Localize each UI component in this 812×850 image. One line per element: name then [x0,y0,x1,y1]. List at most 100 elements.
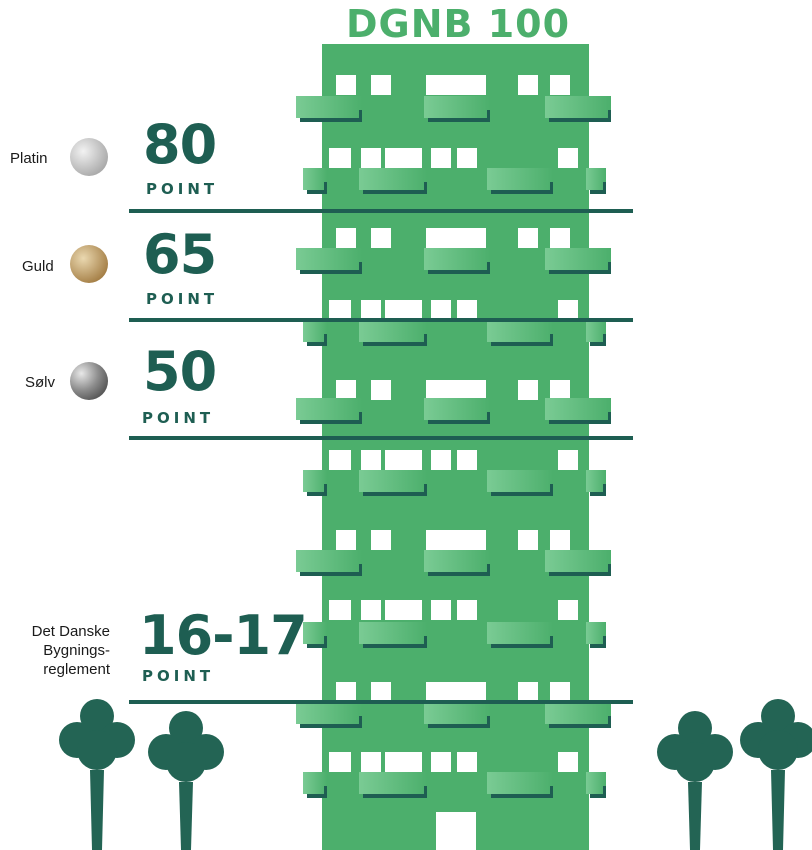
building-balcony-shadow [359,412,362,424]
building-window [371,380,391,400]
baseline-name-line-1: Det Danske [31,623,110,640]
building-balcony-shadow [428,270,490,274]
building-balcony-shadow [590,644,606,648]
building-balcony-shadow [603,636,606,648]
threshold-line [129,318,633,322]
level-unit-guld: POINT [146,290,219,308]
building-window [426,75,486,95]
building-balcony-shadow [300,572,362,576]
building-window [518,228,538,248]
building-window [431,752,451,772]
building-window [518,530,538,550]
building-balcony-shadow [424,334,427,346]
building-window [385,148,422,168]
building-entrance [436,812,476,850]
tree-crown [678,711,712,745]
building-window [371,682,391,702]
building-balcony-shadow [590,794,606,798]
building-balcony [296,248,362,270]
building-balcony-shadow [549,118,611,122]
trees [59,699,812,850]
building-balcony-shadow [549,724,611,728]
building-balcony [359,470,427,492]
baseline-name: Det Danske Bygnings- reglement [0,622,110,679]
building-balcony-shadow [491,190,553,194]
building-window [457,300,477,320]
diagram-title: DGNB 100 [345,2,571,46]
building-window [550,228,570,248]
building-balcony [487,168,553,190]
tree-crown [761,699,795,733]
building-balcony [424,248,490,270]
building-balcony-shadow [424,786,427,798]
level-points-platin: 80 [143,113,217,176]
building-window [329,300,351,320]
medal-silver-icon [70,362,108,400]
building-window [361,148,381,168]
building-balcony-shadow [608,262,611,274]
threshold-line [129,700,633,704]
building-window [518,682,538,702]
building-balcony-shadow [363,342,427,346]
building-window [336,530,356,550]
building-window [431,450,451,470]
building [296,44,611,850]
tree-trunk [90,770,104,850]
building-window [550,530,570,550]
building-balcony-shadow [590,190,606,194]
tree-icon [59,699,135,850]
building-balcony [303,320,327,342]
building-window [329,148,351,168]
building-balcony [424,550,490,572]
level-name-solv: Sølv [25,374,55,391]
building-window [361,752,381,772]
building-window [558,148,578,168]
building-balcony-shadow [324,334,327,346]
building-balcony-shadow [307,644,327,648]
building-balcony [487,622,553,644]
building-window [558,450,578,470]
building-window [426,530,486,550]
baseline-unit: POINT [142,667,215,685]
building-balcony-shadow [428,572,490,576]
medal-gold-icon [70,245,108,283]
tree-crown [758,730,798,770]
building-balcony-shadow [608,110,611,122]
threshold-line [129,209,633,213]
building-balcony [296,398,362,420]
building-window [361,600,381,620]
medal-platinum-icon [70,138,108,176]
building-window [329,450,351,470]
building-balcony-shadow [491,644,553,648]
building-balcony-shadow [487,110,490,122]
building-balcony [586,320,606,342]
building-window [550,682,570,702]
building-balcony-shadow [300,118,362,122]
building-balcony-shadow [424,484,427,496]
building-balcony [303,168,327,190]
building-balcony [303,622,327,644]
building-balcony-shadow [324,182,327,194]
level-points-guld: 65 [143,223,217,286]
tree-crown [77,730,117,770]
building-balcony-shadow [324,484,327,496]
building-window [558,600,578,620]
building-balcony [303,772,327,794]
building-window [457,600,477,620]
building-balcony-shadow [491,492,553,496]
building-balcony [545,550,611,572]
building-balcony [586,772,606,794]
building-balcony-shadow [363,794,427,798]
level-points-solv: 50 [143,340,217,403]
building-balcony-shadow [324,786,327,798]
building-balcony-shadow [608,716,611,728]
building-window [385,752,422,772]
building-window [457,752,477,772]
tree-trunk [688,782,702,850]
building-window [371,228,391,248]
building-balcony [487,470,553,492]
building-window [550,380,570,400]
building-window [431,300,451,320]
building-balcony-shadow [300,420,362,424]
building-balcony-shadow [428,724,490,728]
